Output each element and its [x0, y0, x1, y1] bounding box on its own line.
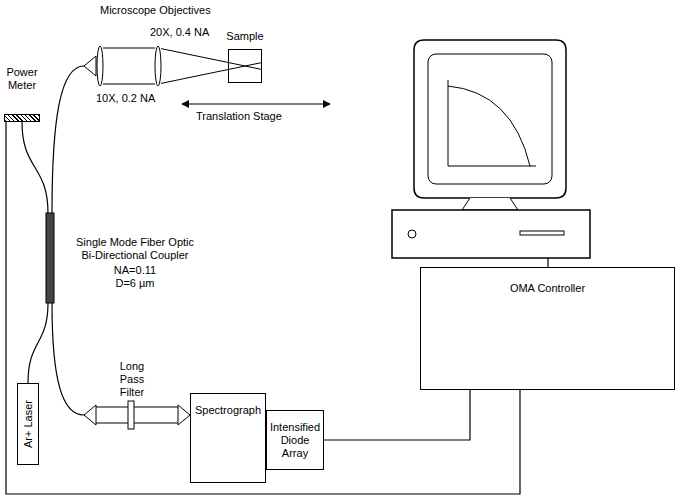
- optical-fiber: [52, 303, 84, 415]
- annotation-label: Long Pass Filter: [113, 360, 151, 399]
- node-label: OMA Controller: [427, 282, 668, 295]
- annotation-label: 20X, 0.4 NA: [150, 26, 209, 39]
- graph-axes: [448, 80, 536, 166]
- translation-arrow: [182, 103, 330, 104]
- disk-slot: [520, 231, 564, 235]
- focused-beam: [161, 49, 262, 70]
- optical-fiber: [22, 122, 48, 213]
- fiber-coupler: [46, 213, 54, 303]
- spectrograph-box: Spectrograph: [190, 393, 266, 483]
- annotation-label: Single Mode Fiber Optic Bi-Directional C…: [72, 236, 198, 262]
- objective-lens: [155, 46, 161, 86]
- node-label: Ar+ Laser: [22, 400, 35, 448]
- focused-beam: [161, 63, 262, 84]
- node-label: Spectrograph: [194, 404, 262, 417]
- focusing-cone: [178, 405, 190, 425]
- objective-cone: [84, 56, 96, 76]
- objective-lens: [97, 46, 103, 86]
- monitor-screen: [428, 54, 552, 184]
- meter-head: [4, 114, 40, 122]
- controller-box: OMA Controller: [420, 267, 675, 390]
- computer-cable: [547, 258, 548, 267]
- optical-fiber: [28, 303, 48, 383]
- monitor-bezel: [414, 40, 566, 198]
- beam-line: [96, 423, 178, 424]
- sample-holder: Sample: [222, 30, 268, 83]
- computer-base: [392, 210, 590, 258]
- annotation-label: NA=0.11: [72, 264, 198, 277]
- annotation-label: D=6 µm: [72, 277, 198, 290]
- beam-line: [103, 48, 155, 49]
- power-meter: Power Meter: [2, 66, 42, 122]
- monitor-neck: [462, 198, 518, 210]
- node-label: Sample: [222, 30, 268, 43]
- optical-fiber: [52, 66, 84, 213]
- graph-curve: [448, 86, 530, 166]
- signal-wire: [324, 390, 470, 440]
- long-pass-filter: [128, 401, 134, 429]
- laser-box: Ar+ Laser: [17, 383, 39, 465]
- annotation-label: Microscope Objectives: [100, 4, 211, 17]
- detector-box: Intensified Diode Array: [266, 410, 324, 470]
- node-label: Intensified Diode Array: [270, 421, 320, 460]
- beam-line: [103, 84, 155, 85]
- power-button: [408, 230, 416, 238]
- annotation-label: 10X, 0.2 NA: [96, 92, 155, 105]
- beam-line: [96, 407, 178, 408]
- sample-cell: [228, 49, 262, 83]
- annotation-label: Translation Stage: [196, 110, 282, 123]
- node-label: Power Meter: [2, 66, 42, 92]
- collimator-cone: [84, 405, 96, 425]
